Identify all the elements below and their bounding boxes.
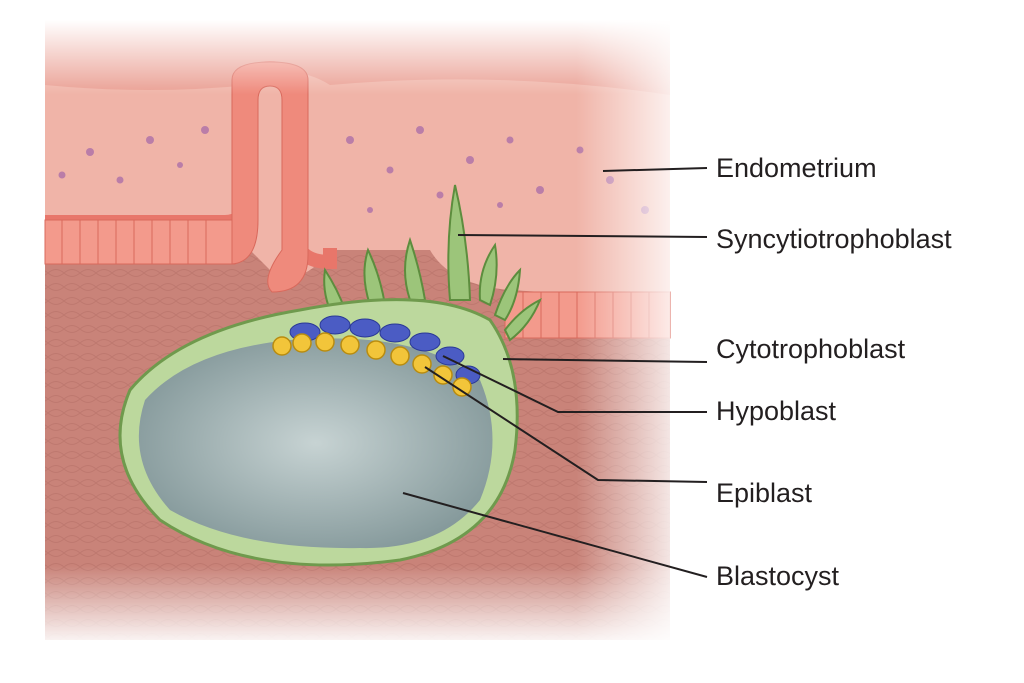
leader-line-cytotrophoblast: [502, 358, 708, 363]
label-endometrium: Endometrium: [716, 153, 877, 183]
leader-line-epiblast: [424, 366, 708, 483]
label-blastocyst: Blastocyst: [716, 561, 840, 591]
label-hypoblast: Hypoblast: [716, 396, 837, 426]
label-syncytiotrophoblast: Syncytiotrophoblast: [716, 224, 952, 254]
leader-line-blastocyst: [402, 492, 708, 578]
label-epiblast: Epiblast: [716, 478, 813, 508]
leader-line-endometrium: [602, 167, 708, 172]
label-cytotrophoblast: Cytotrophoblast: [716, 334, 906, 364]
leader-line-hypoblast: [442, 355, 707, 413]
leader-line-syncytiotrophoblast: [457, 234, 708, 238]
